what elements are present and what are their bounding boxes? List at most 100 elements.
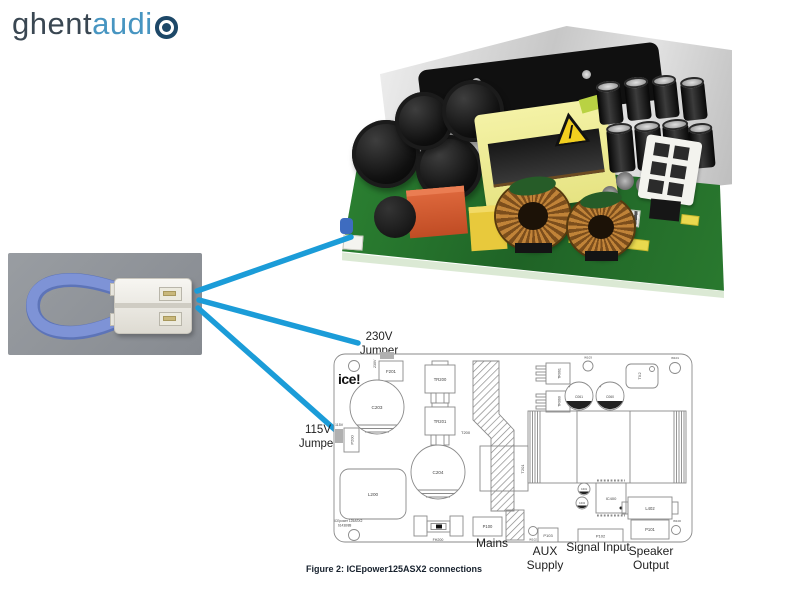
mounting-hole <box>348 360 360 372</box>
tx2-dot <box>649 366 655 372</box>
small-capacitor <box>616 172 634 190</box>
label-115v-line1: 115V <box>304 424 331 436</box>
transistor-tr200: TR200 <box>424 360 456 404</box>
label-p102: P102 <box>596 534 606 539</box>
jumper-connector <box>114 278 192 334</box>
hole-w101 <box>669 362 681 374</box>
capacitor <box>680 80 708 122</box>
logo-text-audi: audi <box>92 6 153 41</box>
chip-ic400: IC400 <box>595 479 627 517</box>
label-c401: C401 <box>581 487 588 491</box>
label-t200: T200 <box>461 430 471 435</box>
label-tr061: TR061 <box>558 368 562 379</box>
label-w100: W100 <box>673 519 681 523</box>
label-p103: P103 <box>543 533 553 538</box>
capacitor <box>596 84 624 126</box>
port-label-speaker: Speaker Output <box>628 544 674 572</box>
figure-caption: Figure 2: ICEpower125ASX2 connections <box>306 564 483 574</box>
label-l200: L200 <box>368 492 379 497</box>
label-w102: W102 <box>529 538 537 542</box>
capacitor <box>652 78 680 120</box>
label-c203: C203 <box>372 405 383 410</box>
cap-c204 <box>410 444 466 500</box>
label-l402: L402 <box>645 506 655 511</box>
svg-text:+: + <box>568 384 571 389</box>
label-c060: C060 <box>606 395 614 399</box>
board-id-line2: 61438/88 <box>338 524 352 528</box>
conn-p100 <box>472 516 503 537</box>
voltage-jumper-socket <box>342 234 364 251</box>
jumper-230v-tab <box>380 352 394 359</box>
cap-shading <box>357 424 397 433</box>
line-to-230v <box>196 297 361 346</box>
toroid-inductor <box>496 174 570 254</box>
black-connector <box>649 198 681 222</box>
power-connector <box>637 134 703 206</box>
cap-c203 <box>349 379 405 435</box>
bullseye-o-icon <box>161 22 171 32</box>
port-label-aux: AUX Supply <box>526 544 564 572</box>
label-115v-jumper: 115V Jumper <box>292 424 344 452</box>
transistor-tr061: TR061 <box>535 362 571 385</box>
jumper-115v-tab <box>335 429 343 443</box>
fuseholder-fh200: FH200 <box>413 515 464 542</box>
capacitor <box>606 126 636 174</box>
cap-c061: + C061 <box>564 381 594 411</box>
screw-icon <box>582 70 591 79</box>
label-c204: C204 <box>433 470 444 475</box>
label-230v-line1: 230V <box>365 331 393 343</box>
line-to-115v <box>195 305 344 438</box>
label-tr060: TR060 <box>558 396 562 407</box>
port-label-mains: Mains <box>475 536 508 550</box>
contact-window <box>159 287 182 301</box>
inductor-l402: L402 <box>621 496 679 520</box>
fuse-f201 <box>378 360 404 382</box>
label-c402: C402 <box>579 501 586 505</box>
voltage-jumper-photo <box>8 253 202 355</box>
icepower-module-photo <box>330 20 732 302</box>
logo-text-ghent: ghent <box>12 6 93 41</box>
hole-w102 <box>528 526 538 536</box>
blue-capacitor <box>340 218 353 234</box>
label-115v-line2: Jumper <box>298 437 338 450</box>
conn-p101 <box>630 519 670 540</box>
jumper-wire-loop <box>26 273 127 340</box>
label-p100: P100 <box>483 524 493 529</box>
label-f201: F201 <box>386 369 397 374</box>
svg-text:+: + <box>599 384 602 389</box>
capacitor <box>624 80 652 122</box>
part-tx2 <box>625 363 659 389</box>
cap-shading <box>418 489 458 498</box>
label-p200: P200 <box>350 435 355 445</box>
label-c061: C061 <box>575 395 583 399</box>
toroid-inductor <box>568 188 634 262</box>
connector-divider <box>115 303 191 308</box>
label-tx2: TX2 <box>637 372 642 380</box>
line-to-board <box>194 234 354 294</box>
label-115v: 115V <box>335 423 344 427</box>
hole-w100 <box>671 525 681 535</box>
label-tr201: TR201 <box>434 419 447 424</box>
transistor-tr201: TR201 <box>424 402 456 446</box>
hatched-block <box>505 509 525 541</box>
cap-c402: C402 <box>575 496 589 510</box>
board-id-line1: ICEpower 125ASX2 <box>334 519 363 523</box>
label-tr200: TR200 <box>434 377 447 382</box>
label-ic400: IC400 <box>606 496 617 501</box>
conn-p102 <box>577 528 624 543</box>
ice-logo: ice! <box>338 371 360 387</box>
board-diagram: ice! 230V F201 C203 115V P200 TR200 TR20… <box>333 352 693 543</box>
cap-c060: + C060 <box>595 381 625 411</box>
label-fh200: FH200 <box>433 538 444 542</box>
port-label-signal: Signal Input <box>566 540 630 554</box>
mounting-hole <box>348 529 360 541</box>
label-t201: T201 <box>520 464 525 474</box>
label-w103: W103 <box>584 356 592 360</box>
contact-window <box>159 312 182 326</box>
inductor-l200 <box>339 468 407 520</box>
label-230v: 230V <box>373 359 377 368</box>
label-w101: W101 <box>671 356 679 360</box>
label-p101: P101 <box>645 527 655 532</box>
